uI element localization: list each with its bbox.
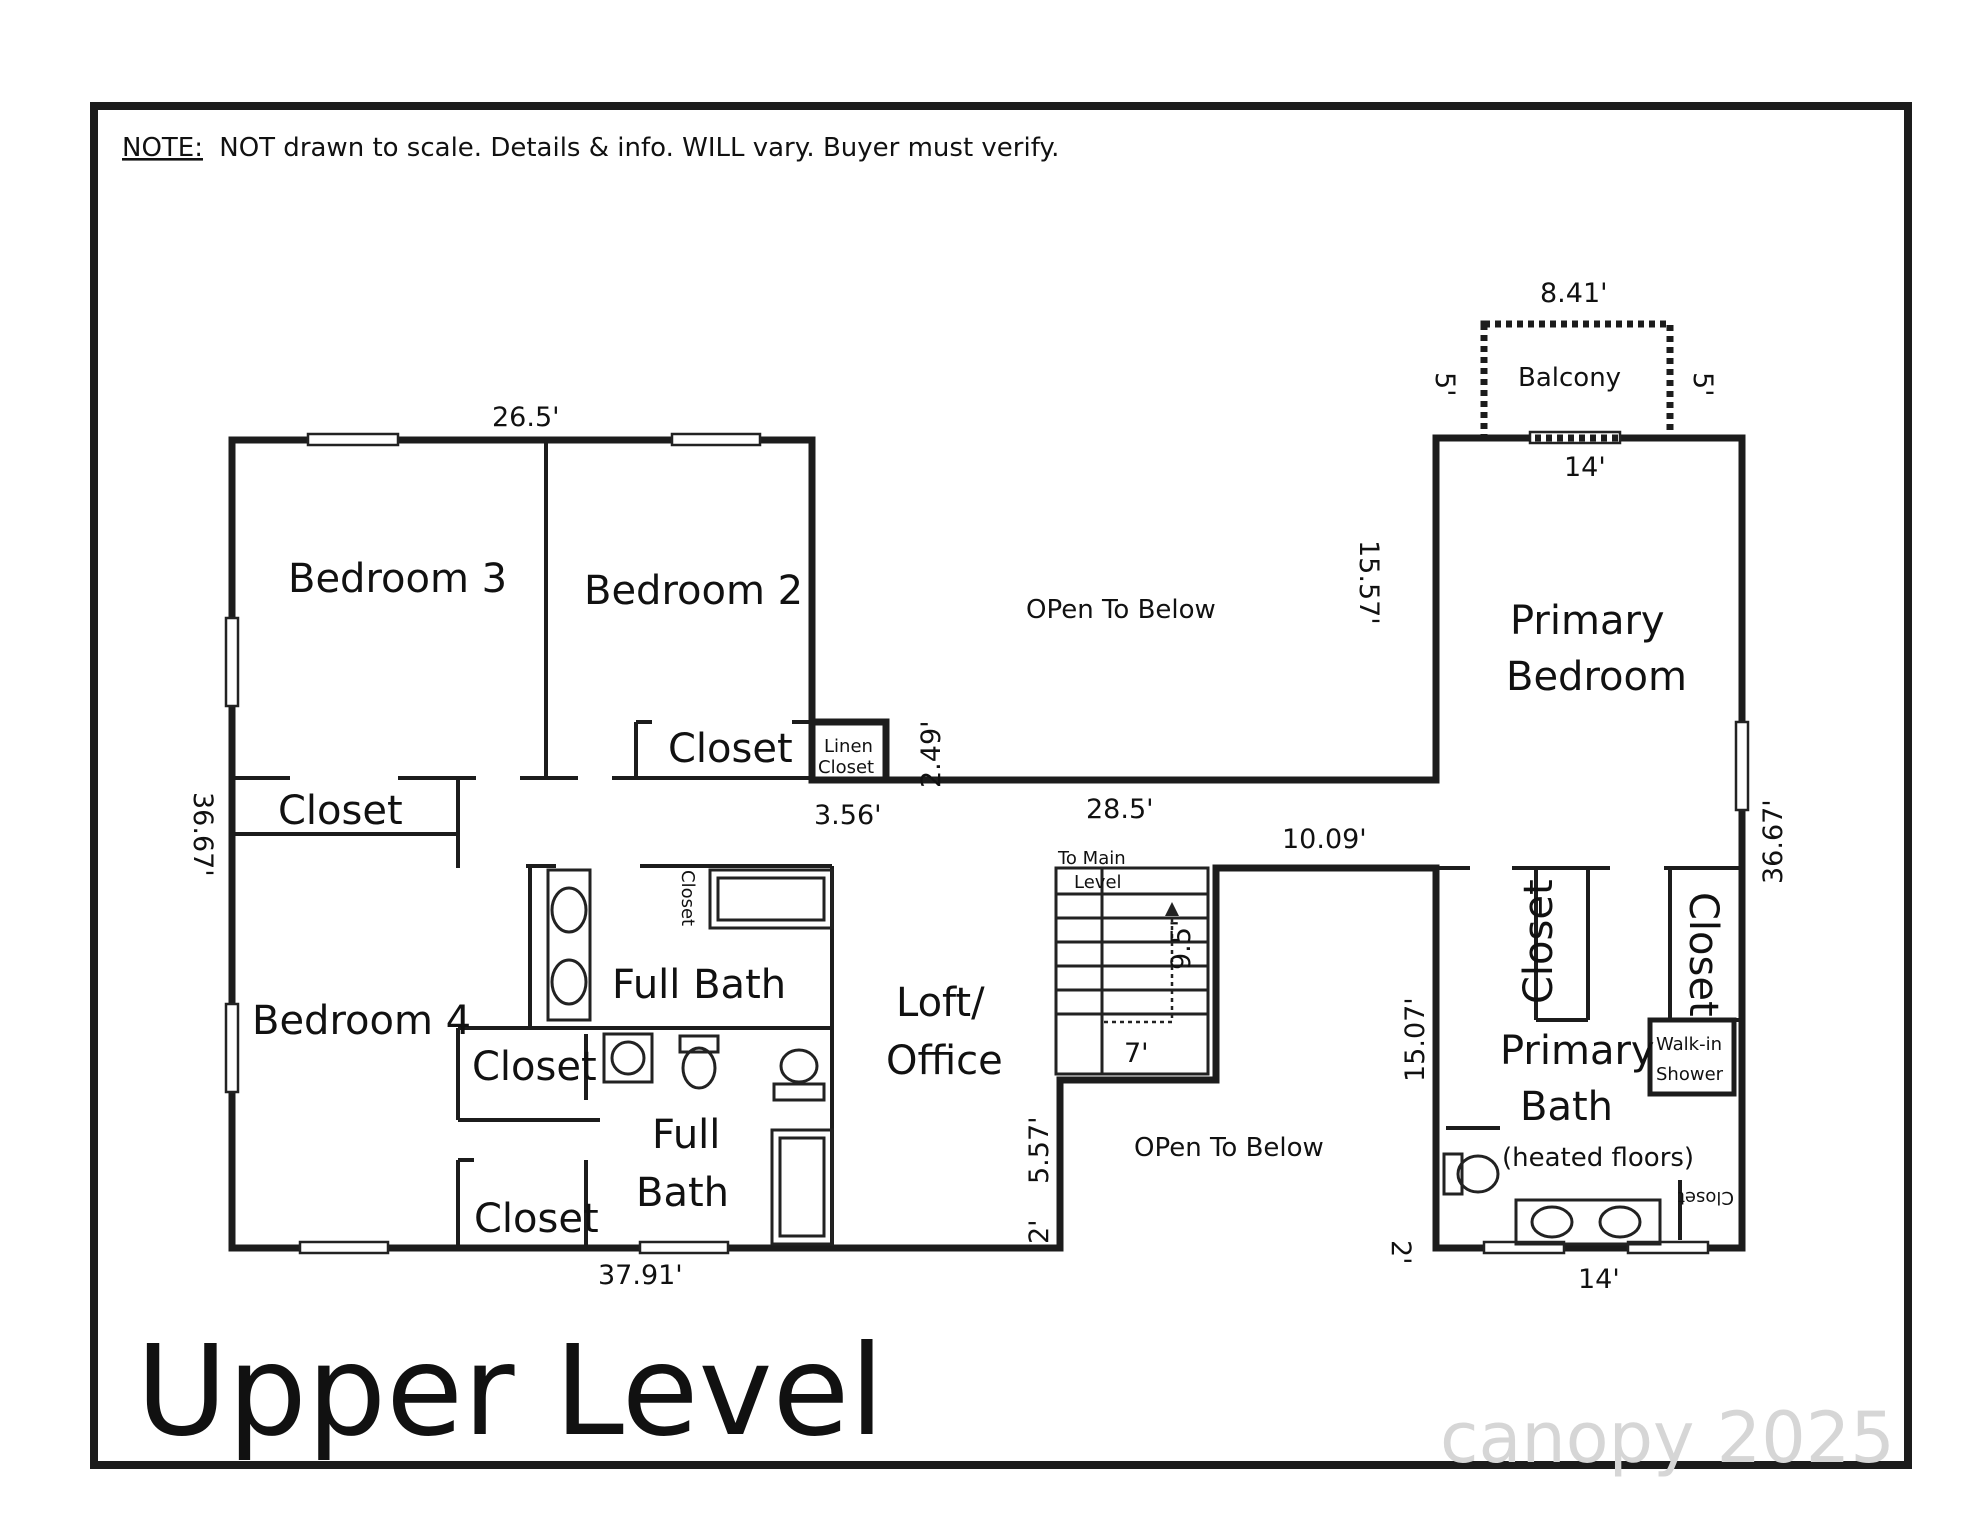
dim-loft-step: 2': [1024, 1219, 1055, 1244]
windows: [224, 430, 1750, 1255]
dim-balcony-width: 8.41': [1540, 278, 1608, 309]
closet-bed3-label: Closet: [278, 788, 403, 834]
primary-bath-label-line1: Primary: [1500, 1028, 1655, 1074]
bedroom-4-label: Bedroom 4: [252, 998, 471, 1044]
full-bath-lower-label-line1: Full: [652, 1112, 720, 1158]
watermark: canopy 2025: [1440, 1397, 1895, 1479]
note-label: NOTE:: [122, 133, 203, 163]
loft-office-label-line2: Office: [886, 1038, 1003, 1084]
primary-bedroom-label-line2: Bedroom: [1506, 654, 1687, 700]
closet-primary-2-label: Closet: [1680, 892, 1726, 1017]
fixtures: [546, 868, 1662, 1246]
primary-bath-label-line3: (heated floors): [1502, 1143, 1694, 1173]
dim-open-lower-width: 10.09': [1282, 824, 1367, 855]
walk-in-shower-label-line2: Shower: [1656, 1064, 1724, 1085]
walk-in-shower: [1647, 1017, 1737, 1097]
dim-balcony-left: 5': [1429, 372, 1460, 397]
dim-stairs-height: 9.5': [1166, 920, 1197, 970]
page-title: Upper Level: [136, 1319, 884, 1464]
closet-bed4-lower-label: Closet: [474, 1196, 599, 1242]
linen-closet-label-line1: Linen: [824, 736, 873, 757]
stairs-label-line1: To Main: [1057, 848, 1126, 869]
dim-open-height: 15.57': [1353, 540, 1384, 625]
staircase: [1054, 866, 1210, 1076]
dim-loft-height: 5.57': [1024, 1116, 1055, 1184]
dim-primary-bath-step: 2': [1385, 1240, 1416, 1265]
dim-linen-height: 2.49': [916, 720, 947, 788]
dim-primary-top: 14': [1564, 452, 1606, 483]
loft-office-label-line1: Loft/: [896, 980, 985, 1026]
walk-in-shower-label-line1: Walk-in: [1656, 1034, 1722, 1055]
bedroom-2-label: Bedroom 2: [584, 568, 803, 614]
primary-bath-label-line2: Bath: [1520, 1084, 1613, 1130]
closet-bed2-label: Closet: [668, 726, 793, 772]
dim-top-width: 26.5': [492, 402, 560, 433]
disclaimer-note: NOTE: NOT drawn to scale. Details & info…: [122, 133, 1059, 163]
dim-primary-bath-height: 15.07': [1400, 997, 1431, 1082]
closet-primary-1-label: Closet: [1516, 879, 1562, 1004]
note-text: NOT drawn to scale. Details & info. WILL…: [219, 133, 1059, 163]
closet-primary-3-label: Closet: [1678, 1187, 1734, 1208]
page-border: [90, 102, 1912, 1469]
dim-stairs-width: 7': [1124, 1038, 1149, 1069]
dim-balcony-right: 5': [1687, 372, 1718, 397]
dim-primary-bottom: 14': [1578, 1264, 1620, 1295]
dim-right-height: 36.67': [1758, 799, 1789, 884]
dim-linen-width: 3.56': [814, 800, 882, 831]
dim-hall-width: 28.5': [1086, 794, 1154, 825]
dim-bottom-width: 37.91': [598, 1260, 683, 1291]
bedroom-3-label: Bedroom 3: [288, 556, 507, 602]
balcony-label: Balcony: [1518, 363, 1621, 393]
open-to-below-top-label: OPen To Below: [1026, 595, 1216, 625]
full-bath-lower-label-line2: Bath: [636, 1170, 729, 1216]
closet-bed4-upper-label: Closet: [472, 1044, 597, 1090]
stairs-label-line2: Level: [1074, 872, 1122, 893]
full-bath-upper-label: Full Bath: [612, 962, 786, 1008]
primary-bedroom-label-line1: Primary: [1510, 598, 1665, 644]
dim-left-height: 36.67': [187, 792, 218, 877]
linen-closet-label-line2: Closet: [818, 757, 874, 778]
closet-small-label: Closet: [677, 870, 698, 926]
open-to-below-bottom-label: OPen To Below: [1134, 1133, 1324, 1163]
balcony-outline: [1480, 320, 1674, 442]
